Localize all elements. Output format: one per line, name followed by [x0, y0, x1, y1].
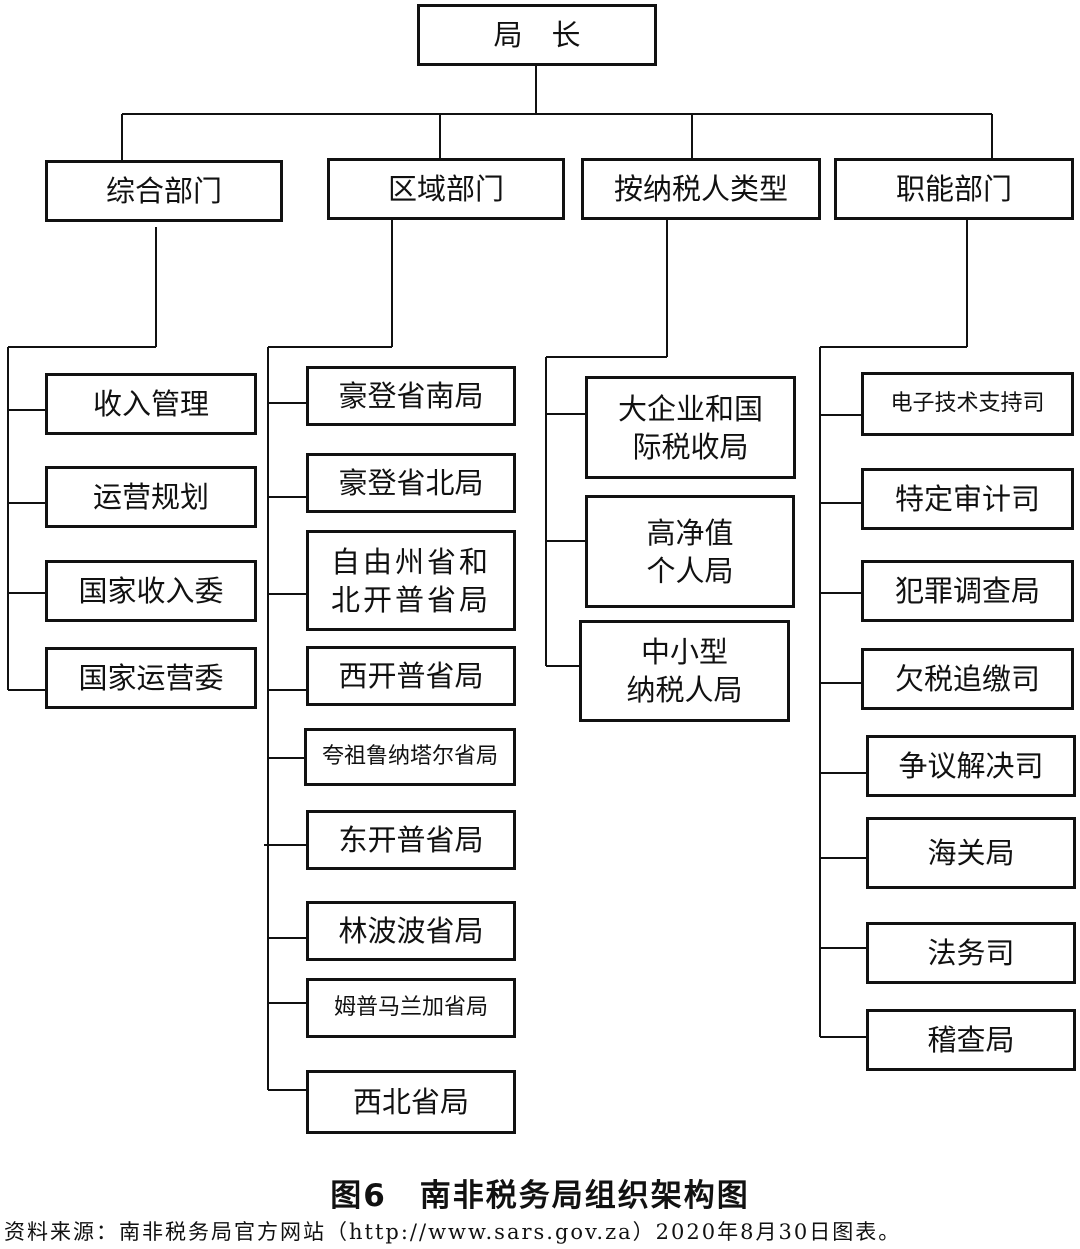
functional-item: 犯罪调查局	[861, 560, 1074, 622]
general-item: 收入管理	[45, 373, 257, 435]
functional-item: 电子技术支持司	[861, 372, 1074, 436]
regional-item: 西北省局	[306, 1070, 516, 1134]
department-functional: 职能部门	[834, 158, 1074, 220]
source-note: 资料来源：南非税务局官方网站（http://www.sars.gov.za）20…	[4, 1220, 902, 1244]
general-item: 运营规划	[45, 466, 257, 528]
department-general: 综合部门	[45, 160, 283, 222]
department-taxpayer-type: 按纳税人类型	[581, 158, 821, 220]
general-item: 国家运营委	[45, 647, 257, 709]
functional-item: 争议解决司	[866, 735, 1076, 797]
taxpayer-item: 中小型 纳税人局	[579, 620, 790, 722]
regional-item: 夸祖鲁纳塔尔省局	[304, 728, 516, 786]
functional-item: 海关局	[866, 817, 1076, 889]
regional-item: 豪登省北局	[306, 453, 516, 513]
regional-item: 东开普省局	[306, 810, 516, 870]
functional-item: 特定审计司	[861, 468, 1074, 530]
functional-item: 稽查局	[866, 1009, 1076, 1071]
regional-item: 西开普省局	[306, 646, 516, 706]
regional-item: 豪登省南局	[306, 366, 516, 426]
functional-item: 欠税追缴司	[861, 648, 1074, 710]
taxpayer-item: 大企业和国 际税收局	[585, 376, 796, 479]
regional-item: 自由州省和 北开普省局	[306, 530, 516, 631]
root-node: 局 长	[417, 4, 657, 66]
department-regional: 区域部门	[327, 158, 565, 220]
general-item: 国家收入委	[45, 560, 257, 622]
regional-item: 林波波省局	[306, 901, 516, 961]
regional-item: 姆普马兰加省局	[306, 978, 516, 1038]
functional-item: 法务司	[866, 922, 1076, 984]
figure-caption: 图6 南非税务局组织架构图	[330, 1178, 750, 1214]
taxpayer-item: 高净值 个人局	[585, 495, 795, 608]
